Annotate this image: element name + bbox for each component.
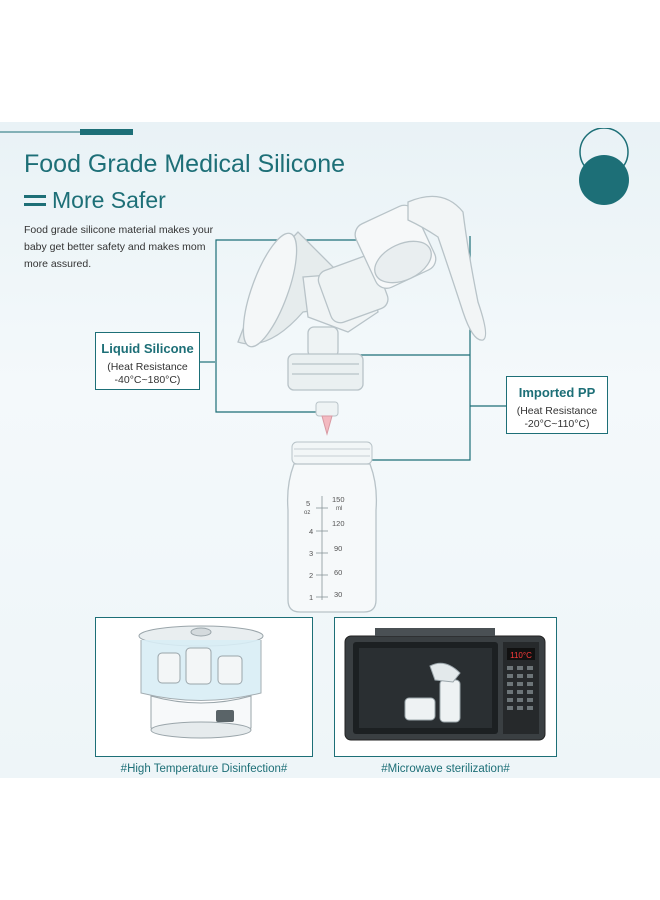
ml-mark-120: 120	[332, 519, 345, 528]
oz-top-label: 5	[306, 499, 310, 508]
steamer-card	[95, 617, 313, 757]
oz-mark-3: 3	[309, 549, 313, 558]
steamer-illustration	[138, 625, 264, 739]
liquid-silicone-title: Liquid Silicone	[101, 341, 194, 356]
imported-pp-title: Imported PP	[518, 385, 596, 400]
caption-microwave: #Microwave sterilization#	[381, 763, 510, 775]
description-text: Food grade silicone material makes your …	[24, 224, 214, 270]
oz-unit-label: oz	[304, 510, 310, 516]
imported-pp-detail-2: -20°C~110°C)	[524, 418, 590, 430]
page-title: Food Grade Medical Silicone	[24, 150, 345, 178]
caption-high-temperature: #High Temperature Disinfection#	[120, 763, 288, 775]
imported-pp-label: Imported PP (Heat Resistance -20°C~110°C…	[506, 376, 608, 434]
page-subtitle: More Safer	[24, 187, 166, 214]
baby-bottle-illustration: 5 oz 4 3 2 1 150 ml 120 90 60 30	[286, 441, 378, 613]
ml-mark-30: 30	[334, 590, 342, 599]
valve-illustration	[315, 401, 339, 436]
oz-mark-4: 4	[309, 527, 313, 536]
ml-mark-90: 90	[334, 544, 342, 553]
oz-mark-2: 2	[309, 571, 313, 580]
breast-pump-illustration	[237, 195, 487, 391]
microwave-display-text: 110°C	[510, 651, 532, 660]
ml-unit-label: ml	[336, 506, 342, 512]
liquid-silicone-detail-2: -40°C~180°C)	[114, 374, 181, 386]
liquid-silicone-label: Liquid Silicone (Heat Resistance -40°C~1…	[95, 332, 200, 390]
ml-top-label: 150	[332, 495, 345, 504]
microwave-card: 110°C	[334, 617, 557, 757]
oz-mark-1: 1	[309, 593, 313, 602]
ml-mark-60: 60	[334, 568, 342, 577]
decorative-circles	[579, 128, 629, 205]
imported-pp-detail-1: (Heat Resistance	[516, 405, 598, 417]
top-accent-lines	[0, 129, 133, 135]
microwave-illustration: 110°C	[344, 628, 546, 741]
subtitle-text: More Safer	[52, 187, 166, 213]
liquid-silicone-detail-1: (Heat Resistance	[107, 361, 188, 373]
equals-icon	[24, 194, 46, 206]
